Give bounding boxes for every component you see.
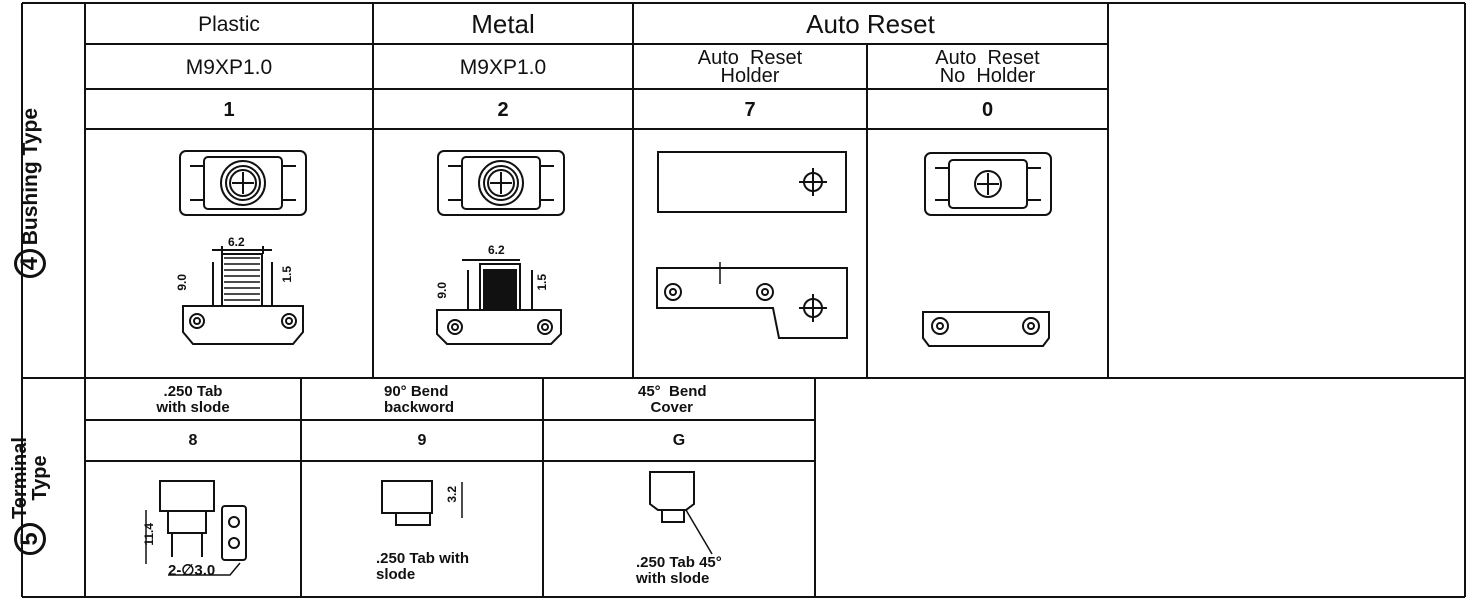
bushing-type-label: 4 Bushing Type	[12, 108, 48, 278]
auto-reset-holder-top-icon	[657, 151, 847, 213]
subheader-plastic: M9XP1.0	[185, 55, 273, 79]
terminal-tab-icon	[145, 480, 247, 576]
subheader-auto-no-holder: Auto Reset No Holder	[935, 47, 1040, 87]
terminal-note-bend45: .250 Tab 45° with slode	[636, 554, 722, 587]
dim-terminal-bend-height: 3.2	[445, 485, 460, 503]
table-grid	[21, 2, 1466, 598]
terminal-header-bend45: 45° Bend Cover	[638, 382, 707, 416]
subheader-metal: M9XP1.0	[459, 55, 547, 79]
dim-metal-width: 6.2	[488, 243, 505, 257]
dim-terminal-pin-height: 11.4	[142, 522, 157, 546]
dim-terminal-hole: 2-∅3.0	[168, 562, 216, 579]
terminal-header-tab: .250 Tab with slode	[156, 382, 230, 416]
dim-metal-height: 9.0	[435, 281, 450, 299]
bushing-number-badge: 4	[14, 249, 46, 278]
metal-bushing-side-icon	[436, 259, 562, 345]
terminal-title: Terminal Type	[9, 437, 51, 519]
dim-plastic-height: 9.0	[175, 273, 190, 291]
subheader-auto-holder: Auto Reset Holder	[697, 47, 803, 87]
terminal-code-tab: 8	[188, 432, 198, 449]
code-plastic: 1	[223, 98, 235, 121]
auto-reset-holder-side-icon	[656, 262, 848, 339]
auto-reset-no-holder-top-icon	[924, 152, 1052, 216]
terminal-code-bend90: 9	[417, 432, 427, 449]
terminal-code-bend45: G	[672, 432, 686, 449]
code-auto-holder: 7	[744, 98, 756, 121]
dim-plastic-thread: 1.5	[280, 265, 295, 283]
terminal-type-label: 5 Terminal Type	[4, 426, 56, 566]
header-auto-reset: Auto Reset	[806, 9, 935, 39]
terminal-note-bend90: .250 Tab with slode	[376, 550, 470, 583]
plastic-bushing-top-icon	[179, 150, 307, 216]
code-auto-no-holder: 0	[981, 98, 994, 121]
terminal-90-bend-icon	[381, 480, 463, 526]
bushing-title: Bushing Type	[18, 108, 42, 246]
dim-metal-thread: 1.5	[535, 273, 550, 291]
plastic-bushing-side-icon	[182, 246, 304, 345]
code-metal: 2	[497, 98, 509, 121]
dim-plastic-width: 6.2	[228, 235, 245, 249]
auto-reset-no-holder-side-icon	[922, 311, 1050, 347]
terminal-45-bend-icon	[649, 471, 713, 555]
header-metal: Metal	[471, 9, 535, 39]
metal-bushing-top-icon	[437, 150, 565, 216]
terminal-header-bend90: 90° Bend backword	[384, 382, 455, 416]
terminal-number-badge: 5	[14, 522, 46, 555]
header-plastic: Plastic	[198, 12, 260, 36]
